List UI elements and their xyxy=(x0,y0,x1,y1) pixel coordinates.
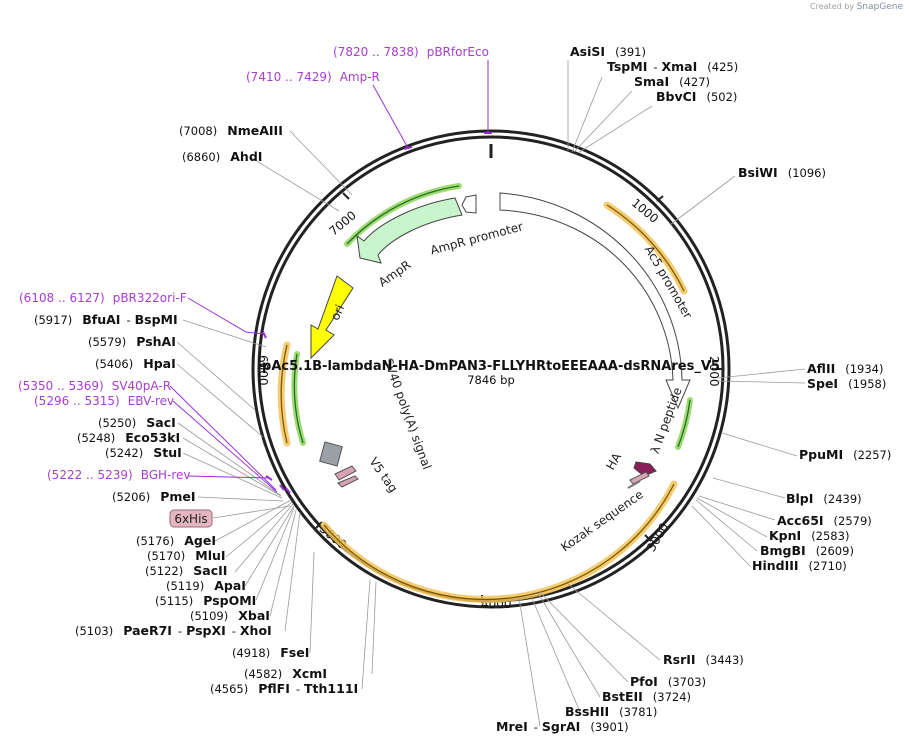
enzyme-bsiwi: BsiWI(1096) xyxy=(738,165,826,180)
ori-arrow xyxy=(310,275,354,360)
ha-tag-arrow xyxy=(629,471,650,485)
enzyme-saci: (5250)SacI xyxy=(98,415,176,430)
his-tag-badge xyxy=(169,509,213,528)
enzyme-ppumi: PpuMI(2257) xyxy=(799,447,891,462)
enzyme-rsrii: RsrII(3443) xyxy=(663,652,744,667)
enzyme-tspmi-xmai: TspMI-XmaI(425) xyxy=(607,59,738,74)
enzyme-stui: (5242)StuI xyxy=(105,445,182,460)
v5-tag-arrow xyxy=(334,465,357,481)
enzyme-mlui: (5170)MluI xyxy=(147,548,226,563)
ampr-arrow xyxy=(356,197,463,264)
enzyme-blpi: BlpI(2439) xyxy=(786,491,862,506)
green-arcs xyxy=(291,183,693,450)
enzyme-pflfi-tth111i: (4565)PflFI-Tth111I xyxy=(210,681,358,696)
primer-pbr322ori-f: (6108 .. 6127)pBR322ori-F xyxy=(19,291,187,305)
v5-tag-label: V5 tag xyxy=(366,455,400,495)
credit-prefix: Created by xyxy=(810,2,855,11)
backbone-outer xyxy=(251,129,731,609)
his-tag-label: 6xHis xyxy=(174,512,207,526)
ha-label: HA xyxy=(603,450,624,473)
enzyme-smai: SmaI(427) xyxy=(634,74,710,89)
primer-sv40pa-r: (5350 .. 5369)SV40pA-R xyxy=(18,379,171,393)
enzyme-spei: SpeI(1958) xyxy=(807,376,886,391)
enzyme-hpai: (5406)HpaI xyxy=(95,356,176,371)
plasmid-length: 7846 bp xyxy=(467,373,515,387)
primer-bgh-rev: (5222 .. 5239)BGH-rev xyxy=(47,468,191,482)
green-arc-right xyxy=(675,397,693,450)
snapgene-credit: Created by SnapGene xyxy=(810,2,903,12)
enzyme-bsshii: BssHII(3781) xyxy=(565,704,657,719)
primer-labels: (7820 .. 7838)pBRforEco (7410 .. 7429)Am… xyxy=(18,45,489,482)
enzyme-xbai: (5109)XbaI xyxy=(190,608,270,623)
tick-6000: 6000 xyxy=(256,355,270,386)
enzyme-pshai: (5579)PshAI xyxy=(88,334,176,349)
kozak-sequence-mark xyxy=(627,480,641,489)
primer-ebv-rev: (5296 .. 5315)EBV-rev xyxy=(34,394,174,408)
enzyme-kpni: KpnI(2583) xyxy=(769,528,849,543)
enzyme-ahdi: (6860)AhdI xyxy=(182,149,262,164)
enzyme-hindiii: HindIII(2710) xyxy=(752,558,847,573)
enzyme-apai: (5119)ApaI xyxy=(166,578,246,593)
snapgene-brand: SnapGene xyxy=(856,2,903,12)
lambda-n-peptide-arrow xyxy=(633,461,657,477)
enzyme-agei: (5176)AgeI xyxy=(136,533,216,548)
enzyme-pfoi: PfoI(3703) xyxy=(630,674,706,689)
enzyme-sacii: (5122)SacII xyxy=(145,563,227,578)
enzyme-mrei-sgrai: MreI-SgrAI(3901) xyxy=(496,719,629,734)
enzyme-pspomi: (5115)PspOMI xyxy=(155,593,256,608)
enzyme-fsei: (4918)FseI xyxy=(232,645,309,660)
enzyme-acc65i: Acc65I(2579) xyxy=(777,513,872,528)
enzyme-bbvci: BbvCI(502) xyxy=(656,89,737,104)
primer-connectors xyxy=(169,60,492,494)
enzyme-bsteii: BstEII(3724) xyxy=(602,689,691,704)
ampr-promoter-arrow xyxy=(461,194,477,214)
enzyme-pmei: (5206)PmeI xyxy=(112,489,196,504)
ac5-promoter-arrow xyxy=(499,192,691,410)
enzyme-xcmi: (4582)XcmI xyxy=(244,666,327,681)
plasmid-name: pAc5.1B-lambdaN-HA-DmPAN3-FLLYHRtoEEEAAA… xyxy=(262,359,720,374)
orf-arcs xyxy=(277,201,688,603)
ampr-label: AmpR xyxy=(376,258,413,290)
tick-2000: 2000 xyxy=(707,356,721,387)
primer-amp-r: (7410 .. 7429)Amp-R xyxy=(246,70,380,84)
enzyme-paer7i-pspxi-xhoi: (5103)PaeR7I-PspXI-XhoI xyxy=(75,623,272,638)
enzyme-aflii: AflII(1934) xyxy=(807,361,884,376)
enzyme-nmeaiii: (7008)NmeAIII xyxy=(179,123,283,138)
ori-label: ori xyxy=(328,302,347,322)
enzyme-asisi: AsiSI(391) xyxy=(570,44,646,59)
enzyme-bmgbi: BmgBI(2609) xyxy=(760,543,854,558)
primer-pbrforeco: (7820 .. 7838)pBRforEco xyxy=(333,45,489,59)
enzyme-labels: AsiSI(391) TspMI-XmaI(425) SmaI(427) Bbv… xyxy=(34,44,891,734)
enzyme-bfuai-bspmi: (5917)BfuAI-BspMI xyxy=(34,312,178,327)
sv40-polya-box xyxy=(319,441,343,467)
enzyme-connectors xyxy=(176,60,806,727)
tick-marks xyxy=(258,192,724,603)
enzyme-eco53ki: (5248)Eco53kI xyxy=(77,430,180,445)
ampr-promoter-label: AmpR promoter xyxy=(429,219,525,257)
